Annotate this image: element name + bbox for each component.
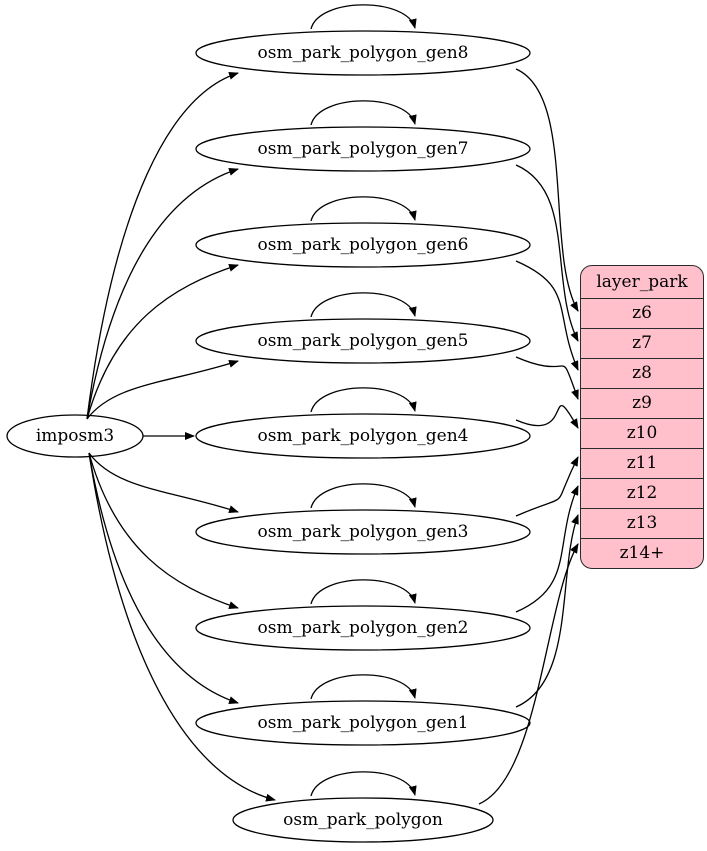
self-loop-osm_park_polygon_gen7: [310, 100, 417, 126]
node-imposm3: [6, 414, 144, 458]
edge-osm_park_polygon_gen3-to-z11: [515, 456, 579, 517]
node-osm_park_polygon_gen6: [195, 222, 531, 268]
self-loop-osm_park_polygon_gen5: [310, 292, 417, 318]
source-to-gen-edges: [86, 71, 276, 802]
node-osm_park_polygon: [232, 797, 494, 843]
edge-osm_park_polygon_gen5-to-z9: [515, 356, 579, 400]
edge-osm_park_polygon_gen7-to-z7: [515, 164, 579, 342]
self-loop-osm_park_polygon_gen3: [310, 483, 417, 509]
layer-park-row-z8: z8: [581, 359, 703, 389]
self-loop-osm_park_polygon_gen4: [310, 387, 417, 413]
node-shapes-group: [6, 30, 531, 843]
layer-park-row-z14+: z14+: [619, 543, 665, 563]
node-osm_park_polygon_gen3: [195, 509, 531, 555]
gen-to-layer-edges: [478, 68, 579, 805]
edge-osm_park_polygon_gen1-to-z13: [515, 514, 579, 708]
layer-park-row-z12: z12: [581, 479, 703, 509]
layer-park-row-z11: z11: [581, 449, 703, 479]
edge-osm_park_polygon_gen2-to-z12: [515, 485, 579, 613]
node-osm_park_polygon_gen5: [195, 318, 531, 364]
layer-park-row-z13: z13: [581, 509, 703, 539]
layer-park-row-z9: z9: [581, 389, 703, 419]
self-loop-osm_park_polygon_gen8: [310, 4, 417, 30]
edge-imposm3-to-osm_park_polygon_gen5: [86, 359, 239, 420]
node-osm_park_polygon_gen2: [195, 605, 531, 651]
edge-imposm3-to-osm_park_polygon_gen1: [88, 452, 239, 704]
edge-imposm3-to-osm_park_polygon: [88, 452, 276, 802]
self-loop-osm_park_polygon_gen2: [310, 579, 417, 605]
edge-imposm3-to-osm_park_polygon_gen7: [86, 167, 239, 420]
edge-osm_park_polygon_gen6-to-z8: [515, 260, 579, 371]
self-loop-osm_park_polygon_gen1: [310, 674, 417, 700]
node-osm_park_polygon_gen1: [195, 700, 531, 746]
self-loop-osm_park_polygon: [310, 771, 417, 797]
layer-park-row-z7: z7: [581, 329, 703, 359]
layer-park-row-z6: z6: [581, 299, 703, 329]
node-osm_park_polygon_gen7: [195, 126, 531, 172]
edge-imposm3-to-osm_park_polygon_gen8: [86, 71, 239, 420]
edge-imposm3-to-osm_park_polygon_gen3: [88, 452, 239, 513]
edge-imposm3-to-osm_park_polygon_gen6: [86, 263, 239, 420]
edge-osm_park_polygon_gen4-to-z10: [515, 405, 579, 429]
layer-park-row-z10: z10: [581, 419, 703, 449]
edge-osm_park_polygon-to-z14+: [478, 543, 579, 805]
self-loop-edges: [310, 4, 417, 797]
node-osm_park_polygon_gen8: [195, 30, 531, 76]
edge-osm_park_polygon_gen8-to-z6: [515, 68, 579, 312]
edge-imposm3-to-osm_park_polygon_gen2: [88, 452, 239, 609]
node-osm_park_polygon_gen4: [195, 413, 531, 459]
layer-park-header: layer_park: [581, 266, 703, 299]
self-loop-osm_park_polygon_gen6: [310, 196, 417, 222]
